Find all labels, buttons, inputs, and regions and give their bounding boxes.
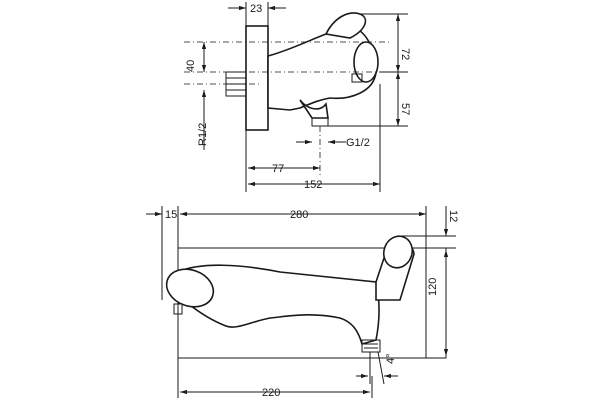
top-view: 23 72 57 40 R1/2 G1/2 77 152 — [184, 2, 411, 192]
thread-r12-label: R1/2 — [197, 123, 209, 146]
dim-40-label: 40 — [185, 60, 197, 72]
dim-23-label: 23 — [250, 3, 262, 15]
dim-220-label: 220 — [262, 387, 280, 399]
angle-4-label: 4° — [385, 353, 397, 364]
right-handle — [353, 41, 379, 83]
front-view: 15 280 12 120 4° 220 — [146, 206, 459, 399]
dim-72-label: 72 — [399, 48, 411, 60]
mixer-body-front — [177, 264, 380, 345]
dim-15-label: 15 — [165, 209, 177, 221]
front-right-cap — [382, 235, 414, 269]
front-left-handle — [165, 268, 215, 308]
dim-12-label: 12 — [447, 210, 459, 222]
dim-152-label: 152 — [304, 179, 322, 191]
thread-g12-label: G1/2 — [346, 137, 370, 149]
knob-tab — [351, 73, 363, 83]
dim-57-label: 57 — [399, 103, 411, 115]
outlet-thread — [311, 117, 329, 127]
dim-77-label: 77 — [272, 163, 284, 175]
front-plate-end — [425, 247, 447, 359]
outlet-spout — [299, 99, 329, 119]
dim-120-label: 120 — [427, 278, 439, 296]
front-outlet — [361, 339, 381, 353]
front-left-tab — [173, 303, 183, 315]
dim-280-label: 280 — [290, 209, 308, 221]
